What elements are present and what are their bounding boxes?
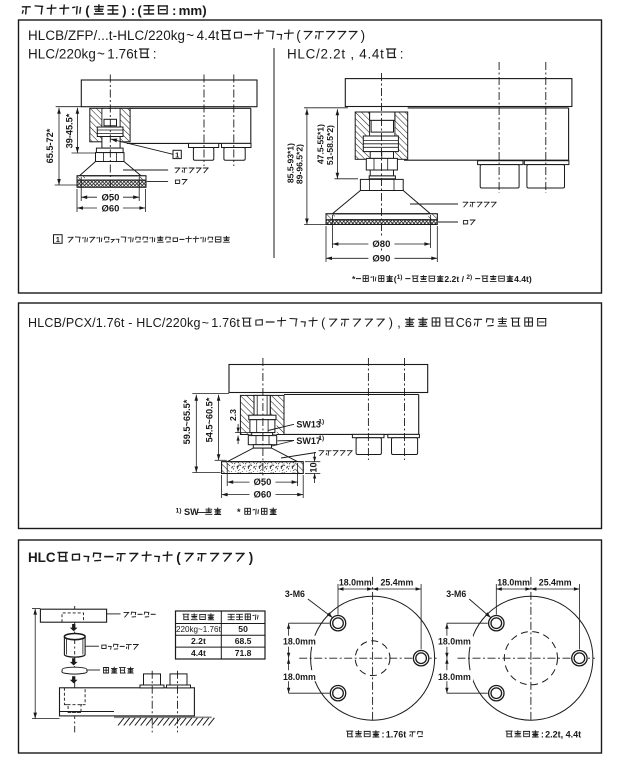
svg-text:~: ~ (186, 28, 194, 43)
svg-text:(: ( (321, 316, 326, 330)
svg-text:SW17: SW17 (296, 436, 321, 446)
svg-text:1.76t: 1.76t (211, 316, 240, 330)
svg-text:~: ~ (97, 47, 105, 62)
svg-text:(: ( (137, 3, 142, 18)
svg-text:Ø90: Ø90 (372, 253, 390, 264)
svg-text:4.4t: 4.4t (191, 648, 206, 658)
svg-text:1: 1 (56, 235, 60, 244)
svg-text:SW13: SW13 (296, 420, 321, 430)
svg-text::: : (382, 730, 385, 740)
svg-text:59.5~65.5*: 59.5~65.5* (182, 399, 192, 444)
svg-text:~: ~ (202, 316, 209, 330)
svg-text:HLC/2.2t , 4.4t: HLC/2.2t , 4.4t (287, 47, 385, 62)
svg-text:2.3: 2.3 (228, 409, 238, 421)
svg-text:25.4mm: 25.4mm (381, 578, 414, 588)
svg-text:1): 1) (318, 435, 324, 442)
svg-text:68.5: 68.5 (235, 636, 252, 646)
svg-text::: : (131, 3, 135, 18)
svg-text:(: ( (296, 28, 301, 43)
svg-text:): ) (122, 3, 126, 18)
svg-text:(: ( (176, 550, 181, 565)
svg-text:220kg~1.76t: 220kg~1.76t (176, 625, 222, 634)
svg-text:4.4t: 4.4t (197, 28, 220, 43)
svg-text:2.2t: 2.2t (191, 636, 206, 646)
svg-text:Ø50: Ø50 (254, 477, 272, 488)
svg-text:Ø50: Ø50 (102, 192, 120, 203)
svg-text:*: * (352, 274, 356, 284)
svg-text:51-58.5*2): 51-58.5*2) (325, 125, 335, 165)
svg-text:18.0mm: 18.0mm (339, 578, 372, 588)
svg-text:C6: C6 (456, 316, 472, 330)
svg-text:—: — (197, 507, 207, 517)
svg-text:mm): mm) (179, 3, 207, 18)
svg-text:71.8: 71.8 (235, 648, 252, 658)
svg-text:(: ( (85, 3, 90, 18)
svg-text:89-96.5*2): 89-96.5*2) (295, 144, 305, 184)
svg-text:HLCB/PCX/1.76t - HLC/220kg: HLCB/PCX/1.76t - HLC/220kg (28, 316, 201, 330)
svg-text:18.0mm: 18.0mm (283, 672, 316, 682)
svg-text:Ø60: Ø60 (254, 490, 272, 501)
svg-text:,: , (397, 316, 400, 330)
svg-text:50: 50 (238, 624, 248, 634)
svg-text::: : (400, 47, 404, 62)
svg-text:10: 10 (309, 462, 319, 472)
svg-text:85.5-93*1): 85.5-93*1) (286, 143, 296, 183)
svg-text:1: 1 (175, 150, 179, 159)
svg-text:18.0mm: 18.0mm (438, 672, 471, 682)
svg-text:1.76t: 1.76t (107, 47, 137, 62)
svg-text:1): 1) (397, 274, 403, 281)
svg-text:HLC: HLC (28, 550, 56, 565)
svg-text:39-45.5*: 39-45.5* (65, 113, 75, 148)
svg-text:4.4t): 4.4t) (514, 274, 532, 284)
svg-text:1.76t: 1.76t (386, 730, 407, 740)
svg-text:2): 2) (466, 274, 472, 281)
svg-text:*: * (237, 507, 241, 517)
svg-text:): ) (389, 316, 393, 330)
svg-text:18.0mm: 18.0mm (438, 637, 471, 647)
svg-text::: : (172, 3, 176, 18)
svg-text:1): 1) (176, 508, 182, 515)
svg-text:65.5-72*: 65.5-72* (45, 128, 55, 163)
svg-text:18.0mm: 18.0mm (497, 578, 530, 588)
svg-text:25.4mm: 25.4mm (539, 578, 572, 588)
svg-text::: : (153, 47, 157, 62)
svg-text:HLC/220kg: HLC/220kg (28, 47, 96, 62)
svg-text:Ø80: Ø80 (372, 239, 390, 250)
svg-text:18.0mm: 18.0mm (283, 637, 316, 647)
svg-text:Ø60: Ø60 (102, 203, 120, 214)
svg-text:3-M6: 3-M6 (446, 589, 466, 599)
svg-text:HLCB/ZFP/...t-HLC/220kg: HLCB/ZFP/...t-HLC/220kg (28, 28, 185, 43)
svg-text:2.2t /: 2.2t / (444, 274, 464, 284)
svg-text:1): 1) (318, 419, 324, 426)
svg-text:3-M6: 3-M6 (285, 589, 305, 599)
svg-text:): ) (361, 28, 365, 43)
svg-text:(: ( (394, 274, 397, 284)
svg-text:): ) (249, 550, 253, 565)
svg-text:SW: SW (184, 507, 199, 517)
svg-text:47.5-55*1): 47.5-55*1) (316, 124, 326, 164)
svg-text:2.2t, 4.4t: 2.2t, 4.4t (545, 730, 581, 740)
svg-text:54.5~60.5*: 54.5~60.5* (205, 397, 215, 442)
svg-text::: : (541, 730, 544, 740)
